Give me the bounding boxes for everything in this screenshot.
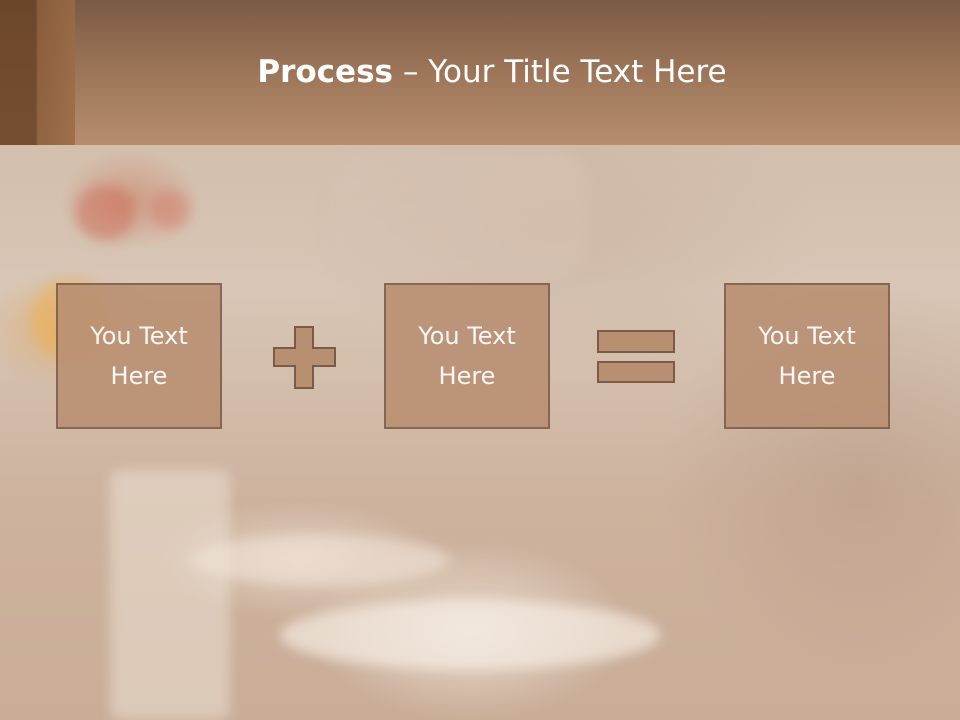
blurred-light-spot xyxy=(150,190,190,230)
box-line-1: You Text xyxy=(758,322,856,350)
blurred-counter xyxy=(110,470,230,720)
process-box-text: You Text Here xyxy=(392,316,542,396)
process-box-text: You Text Here xyxy=(732,316,882,396)
process-box-text: You Text Here xyxy=(64,316,214,396)
blurred-light-spot xyxy=(75,185,135,240)
box-line-1: You Text xyxy=(90,322,188,350)
header-accent-stripe xyxy=(0,0,75,145)
equals-icon xyxy=(597,330,675,383)
box-line-2: Here xyxy=(778,362,836,390)
slide-title[interactable]: Process – Your Title Text Here xyxy=(0,54,960,90)
blurred-chafing-dish xyxy=(330,150,590,280)
plus-icon xyxy=(273,326,336,389)
box-line-2: Here xyxy=(110,362,168,390)
blurred-plate xyxy=(280,600,660,670)
title-bold-part: Process xyxy=(257,54,393,90)
process-box-2[interactable]: You Text Here xyxy=(384,283,550,429)
process-box-3[interactable]: You Text Here xyxy=(724,283,890,429)
process-box-1[interactable]: You Text Here xyxy=(56,283,222,429)
blurred-plate xyxy=(190,535,450,585)
box-line-1: You Text xyxy=(418,322,516,350)
box-line-2: Here xyxy=(438,362,496,390)
title-bar xyxy=(0,0,960,145)
title-rest-part: – Your Title Text Here xyxy=(393,54,727,90)
